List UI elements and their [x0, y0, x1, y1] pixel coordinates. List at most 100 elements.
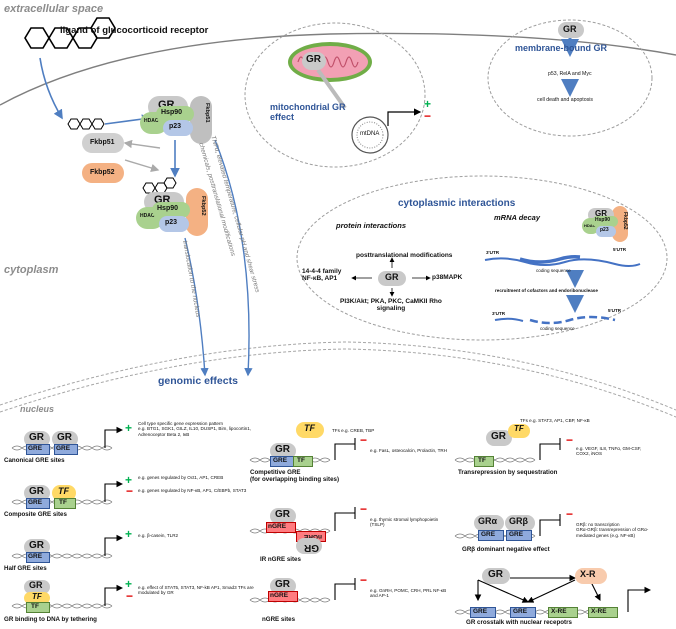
arrow-stress [214, 139, 253, 377]
composite-gre: GRE [28, 499, 43, 506]
arrow-ligand-entry [39, 57, 63, 120]
mrna-degraded [494, 317, 524, 322]
grbeta-grb: GRβ [509, 516, 528, 526]
arrow-fkbp52-in [124, 159, 160, 172]
mrna-p23-label: p23 [600, 227, 609, 233]
composite-sign-minus: − [126, 484, 134, 498]
fkbp52-free-label: Fkbp52 [90, 169, 115, 176]
tether-sign-minus: − [126, 589, 134, 603]
fkbp51-label-complex: Fkbp51 [204, 103, 210, 123]
ligand-bound [142, 177, 177, 194]
p23-label-1: p23 [169, 123, 182, 130]
grbeta-gre-2: GRE [509, 531, 524, 538]
protein-title: protein interactions [336, 221, 407, 230]
hsp90-label-2: Hsp90 [157, 205, 179, 212]
competitive-sign: − [360, 433, 368, 447]
canonical-gre-1: GRE [28, 445, 43, 452]
arrow-translocation [184, 237, 209, 377]
half-text: e.g. β-casein, TLR2 [138, 533, 179, 538]
ir-gr-top: GR [275, 509, 290, 520]
tether-sign-plus: + [125, 577, 133, 591]
fkbp51-free-label: Fkbp51 [90, 139, 115, 146]
ngre-caption: nGRE sites [262, 616, 296, 623]
mitochondrion [288, 42, 372, 82]
cyto-region [296, 175, 668, 341]
mrna-hdac-label: HDAC [584, 223, 596, 228]
cyto-gr-label: GR [385, 272, 399, 282]
half-caption: Half GRE sites [4, 565, 47, 572]
composite-tf-site: TF [59, 499, 67, 506]
canonical-gr-1: GR [29, 432, 44, 443]
ir-gr-bottom: GR [304, 542, 319, 553]
composite-text-minus: e.g. genes regulated by NF-κB, AP1, C/EB… [138, 488, 247, 493]
membrane-gr-region [487, 19, 653, 137]
ligand-molecule [24, 17, 116, 49]
tether-tf-site: TF [31, 603, 39, 610]
mrna-gr-label: GR [595, 209, 607, 218]
p23-label-2: p23 [165, 219, 178, 226]
competitive-tf-site: TF [297, 457, 305, 464]
grbeta-sign: − [566, 507, 574, 521]
mtdna-label: mtDNA [360, 131, 380, 137]
crosstalk-xr: X-R [580, 569, 596, 579]
cyto-bottom-partners: PI3K/Akt; PKA, PKC, CaMKII Rho signaling [340, 298, 442, 313]
half-gre: GRE [28, 553, 43, 560]
region-label-extracellular: extracellular space [4, 3, 104, 15]
fkbp52-label-complex: Fkbp52 [200, 196, 206, 216]
tether-caption: GR binding to DNA by tethering [4, 616, 97, 623]
competitive-top: TFs e.g. CREB, TBP [332, 428, 375, 433]
crosstalk-caption: GR crosstalk with nuclear recepotrs [466, 619, 572, 626]
trans-caption: Transrepression by sequestration [458, 469, 558, 476]
cyto-title: cytoplasmic interactions [398, 198, 516, 209]
cyto-left-partners: 14-4-4 family NF-κB, AP1 [302, 268, 342, 283]
nuclear-envelope-outer [0, 341, 676, 411]
crosstalk-gre-2: GRE [513, 608, 528, 615]
hdac-label-1: HDAC [144, 118, 159, 124]
ir-sign: − [360, 502, 368, 516]
mrna-strand [484, 257, 641, 267]
ngre-text: e.g. GnRH, POMC, CRH, PRL NF-κB and AP-1 [370, 588, 447, 599]
cell-membrane [0, 32, 676, 106]
grbeta-text: GRβ: no transcription GRα-GRβ: transrepr… [576, 522, 649, 538]
membrane-title: membrane-bound GR [515, 43, 608, 53]
arrow-fkbp51-out [123, 139, 161, 149]
composite-gr: GR [29, 486, 44, 497]
competitive-gr: GR [275, 444, 290, 455]
utr5-label: 5'UTR [613, 247, 627, 252]
ligand-label: ligand of glucocorticoid receptor [60, 25, 209, 36]
membrane-gr-label: GR [563, 24, 577, 34]
trans-text: e.g. VEGF, IL8, TNFα, GM-CSF, COX2, iNOS [576, 446, 642, 457]
composite-tf: TF [58, 486, 69, 496]
composite-caption: Composite GRE sites [4, 511, 67, 518]
utr3b-label: 3'UTR [492, 311, 506, 316]
trans-tf: TF [514, 424, 524, 433]
mito-minus-sign: − [424, 109, 432, 123]
grbeta-caption: GRβ dominant negative effect [462, 546, 550, 553]
trans-gr: GR [491, 431, 506, 442]
region-label-cytoplasm: cytoplasm [4, 264, 59, 276]
grbeta-gre-1: GRE [481, 531, 496, 538]
mrna-title: mRNA decay [494, 213, 540, 222]
mito-title: mitochondrial GR effect [270, 102, 346, 123]
half-gr: GR [29, 540, 44, 551]
mito-gr-label: GR [306, 54, 321, 65]
mrna-hsp90-label: Hsp90 [595, 217, 611, 223]
ngre-gr: GR [275, 579, 290, 590]
competitive-tf: TF [304, 423, 315, 433]
ligand-small [67, 118, 105, 130]
mrna-fkbp52-label: Fkbp52 [622, 212, 628, 230]
utr3-label: 3'UTR [486, 250, 500, 255]
membrane-gr-oval [558, 22, 584, 38]
canonical-text: Cell type specific gene expression patte… [138, 421, 252, 437]
ptm-label: posttranslational modifications [356, 252, 453, 259]
competitive-text: e.g. FasL, osteocalcin, Prolactin, TRH [370, 448, 448, 453]
competitive-caption: Competitive GRE (for overlapping binding… [250, 469, 340, 484]
canonical-caption: Canonical GRE sites [4, 457, 65, 464]
crosstalk-gr: GR [488, 569, 503, 580]
cyto-gr-oval [378, 271, 406, 286]
half-sign: + [125, 527, 133, 541]
tether-gr: GR [29, 580, 43, 590]
ir-text: e.g. thymic stromal lymphopoietin (TSLP) [370, 517, 439, 528]
trans-tf-site: TF [478, 457, 486, 464]
ngre-site: nGRE [270, 592, 289, 599]
